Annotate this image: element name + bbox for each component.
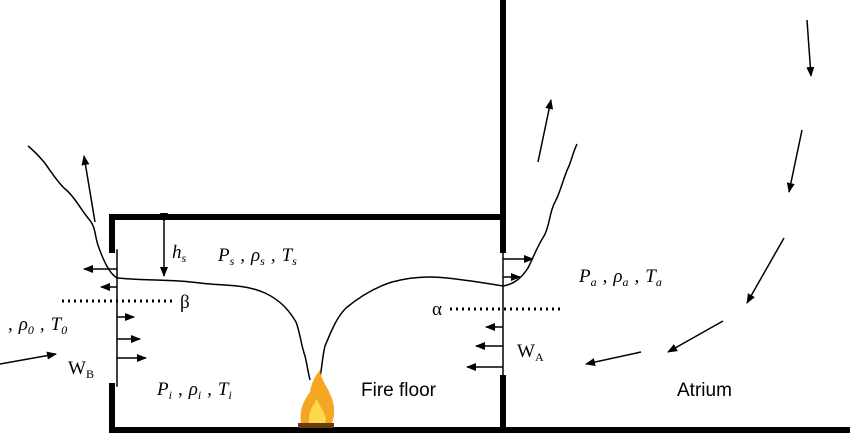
building-walls — [109, 0, 850, 433]
circulation-arrow — [746, 237, 785, 304]
flame-inner — [308, 399, 326, 423]
smoke-rise-arrow-left — [81, 155, 96, 223]
neutral-plane-alpha-label: α — [432, 299, 442, 320]
neutral-plane-beta-label: β — [180, 292, 190, 313]
left-outflow-smoke — [27, 145, 118, 279]
opening-wb-label: WB — [68, 358, 94, 381]
lower-layer-state-label: Pi,ρi,Ti — [156, 379, 232, 402]
flame-outer — [300, 370, 335, 423]
left-opening-flow-arrows — [0, 265, 147, 365]
atrium-label: Atrium — [677, 380, 732, 401]
circulation-arrow — [806, 19, 815, 77]
plume-left-edge — [116, 277, 311, 381]
right-outflow-smoke — [502, 143, 578, 287]
fire-floor-label: Fire floor — [361, 380, 437, 401]
ambient-state-label: ,ρ0,T0 — [8, 314, 67, 337]
opening-wa-label: WA — [517, 341, 544, 364]
smoke-height-label: hs — [172, 242, 187, 265]
fuel-logs — [298, 423, 334, 428]
fire-icon — [298, 370, 335, 428]
atrium-circulation-arrows — [585, 19, 815, 366]
plume-right-edge — [318, 276, 504, 383]
atrium-state-label: Pa,ρa,Ta — [578, 266, 662, 289]
circulation-arrow — [585, 351, 642, 366]
smoke-layer-state-label: Ps,ρs,Ts — [217, 245, 297, 268]
right-opening-flow-arrows — [466, 255, 534, 371]
circulation-arrow — [786, 129, 803, 193]
smoke-interface — [27, 143, 578, 383]
ambient-inflow-arrow — [0, 351, 57, 365]
smoke-rise-arrow-right — [537, 99, 554, 163]
circulation-arrow — [667, 320, 724, 353]
